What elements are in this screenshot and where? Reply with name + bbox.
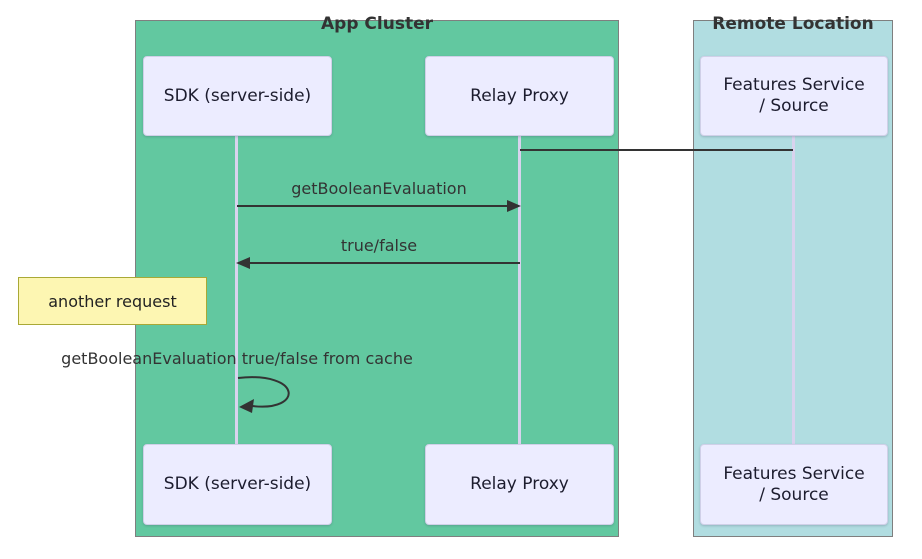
actor-features-service-bottom: Features Service / Source xyxy=(700,444,888,525)
remote-location-label: Remote Location xyxy=(712,14,874,34)
actor-sdk-bottom: SDK (server-side) xyxy=(143,444,332,525)
lifeline-features-service xyxy=(792,136,795,444)
message-1-label: getBooleanEvaluation xyxy=(291,179,467,198)
actor-sdk-bottom-label: SDK (server-side) xyxy=(163,474,312,494)
actor-sdk-top: SDK (server-side) xyxy=(143,56,332,136)
lifeline-relay-proxy xyxy=(518,136,521,444)
actor-relay-proxy-top: Relay Proxy xyxy=(425,56,614,136)
message-2-label: true/false xyxy=(340,236,418,255)
actor-features-service-top: Features Service / Source xyxy=(700,56,888,136)
actor-features-service-top-label-line2: / Source xyxy=(759,96,829,116)
note-box: another request xyxy=(18,277,207,325)
actor-relay-proxy-top-label: Relay Proxy xyxy=(470,85,569,106)
actor-features-service-top-label-line1: Features Service xyxy=(723,75,865,95)
actor-features-service-bottom-label-line1: Features Service xyxy=(723,463,865,484)
self-message-label: getBooleanEvaluation true/false from cac… xyxy=(61,349,413,368)
actor-features-service-bottom-label-line2: / Source xyxy=(759,484,829,505)
lifeline-sdk xyxy=(235,136,238,444)
actor-relay-proxy-bottom: Relay Proxy xyxy=(425,444,614,525)
actor-sdk-top-label: SDK (server-side) xyxy=(163,85,312,106)
actor-relay-proxy-bottom-label: Relay Proxy xyxy=(470,474,569,494)
note-label: another request xyxy=(48,291,177,311)
app-cluster-label: App Cluster xyxy=(321,14,433,34)
